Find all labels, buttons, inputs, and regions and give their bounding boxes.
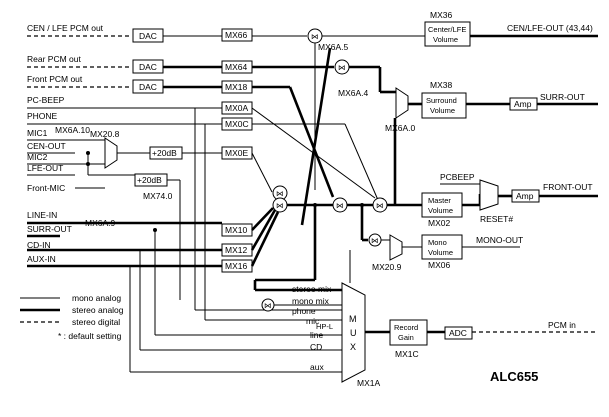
svg-text:CD: CD [310, 342, 322, 352]
svg-text:LFE-OUT: LFE-OUT [27, 163, 63, 173]
mx66-box [221, 28, 253, 42]
svg-text:mono analog: mono analog [72, 293, 121, 303]
svg-text:MX12: MX12 [225, 245, 247, 255]
svg-text:aux: aux [310, 362, 324, 372]
svg-text:stereo mix: stereo mix [292, 284, 332, 294]
svg-text:MX10: MX10 [225, 225, 247, 235]
svg-text:phone: phone [292, 306, 316, 316]
svg-text:MONO-OUT: MONO-OUT [476, 235, 523, 245]
svg-text:Surround: Surround [426, 96, 457, 105]
svg-text:MX20.8: MX20.8 [90, 129, 120, 139]
svg-text:MX6A.0: MX6A.0 [385, 123, 416, 133]
svg-text:PCBEEP: PCBEEP [440, 172, 475, 182]
svg-text:MX18: MX18 [225, 82, 247, 92]
svg-text:MX6A.4: MX6A.4 [338, 88, 369, 98]
svg-text:M: M [349, 314, 357, 324]
svg-text:⋈: ⋈ [264, 301, 272, 310]
svg-text:Amp: Amp [514, 99, 532, 109]
mx36-label: MX36 [430, 10, 452, 20]
svg-text:MX74.0: MX74.0 [143, 191, 173, 201]
svg-text:MX6A.10: MX6A.10 [55, 125, 90, 135]
svg-text:PCM in: PCM in [548, 320, 576, 330]
svg-text:Front PCM out: Front PCM out [27, 74, 83, 84]
svg-text:MX06: MX06 [428, 260, 450, 270]
svg-text:MX0E: MX0E [225, 148, 248, 158]
svg-text:mono mix: mono mix [292, 296, 330, 306]
svg-text:⋈: ⋈ [276, 201, 284, 210]
svg-text:MX20.9: MX20.9 [372, 262, 402, 272]
svg-text:U: U [350, 328, 357, 338]
svg-text:stereo digital: stereo digital [72, 317, 120, 327]
svg-text:MX02: MX02 [428, 218, 450, 228]
svg-text:PC-BEEP: PC-BEEP [27, 95, 65, 105]
center-lfe-volume [424, 21, 471, 47]
cen-lfe-out-label: CEN/LFE-OUT (43,44) [507, 23, 593, 33]
svg-text:line: line [310, 330, 324, 340]
mic-switch [104, 137, 118, 169]
svg-text:⋈: ⋈ [376, 201, 384, 210]
svg-text:MX0A: MX0A [225, 103, 248, 113]
svg-text:Center/LFE: Center/LFE [428, 25, 466, 34]
surround-switch [395, 87, 409, 119]
svg-text:+20dB: +20dB [137, 175, 162, 185]
record-mux [341, 282, 366, 383]
svg-text:* : default setting: * : default setting [58, 331, 122, 341]
svg-text:stereo analog: stereo analog [72, 305, 124, 315]
surround-volume [421, 92, 467, 119]
svg-text:MIC2: MIC2 [27, 152, 48, 162]
svg-text:⋈: ⋈ [336, 201, 344, 210]
svg-text:MIC1: MIC1 [27, 128, 48, 138]
svg-text:MX16: MX16 [225, 261, 247, 271]
svg-text:mic: mic [306, 316, 320, 326]
adc-box [444, 326, 473, 340]
svg-text:CEN-OUT: CEN-OUT [27, 141, 66, 151]
svg-text:Volume: Volume [428, 206, 453, 215]
svg-text:⋈: ⋈ [371, 236, 379, 245]
svg-text:Master: Master [428, 196, 451, 205]
svg-text:MX0C: MX0C [225, 119, 249, 129]
svg-text:MX64: MX64 [225, 62, 247, 72]
svg-text:MX38: MX38 [430, 80, 452, 90]
svg-text:⋈: ⋈ [276, 189, 284, 198]
svg-text:MX1C: MX1C [395, 349, 419, 359]
svg-text:Front-MIC: Front-MIC [27, 183, 65, 193]
svg-text:Amp: Amp [516, 191, 534, 201]
chip-title: ALC655 [490, 369, 538, 384]
master-volume [421, 192, 463, 218]
mono-switch [389, 234, 403, 261]
dac-label-1: DAC [139, 31, 157, 41]
svg-text:Volume: Volume [428, 248, 453, 257]
svg-text:SURR-OUT: SURR-OUT [540, 92, 585, 102]
svg-text:SURR-OUT: SURR-OUT [27, 224, 72, 234]
svg-text:PHONE: PHONE [27, 111, 58, 121]
svg-text:HP-L: HP-L [316, 322, 333, 331]
svg-text:CD-IN: CD-IN [27, 240, 51, 250]
svg-text:Volume: Volume [433, 35, 458, 44]
svg-text:Volume: Volume [430, 106, 455, 115]
svg-text:DAC: DAC [139, 62, 157, 72]
svg-text:+20dB: +20dB [152, 148, 177, 158]
mx66-label: MX66 [225, 30, 247, 40]
reset-switch [479, 179, 499, 211]
svg-text:AUX-IN: AUX-IN [27, 254, 56, 264]
svg-text:X: X [350, 342, 356, 352]
svg-text:Mono: Mono [428, 238, 447, 247]
cen-lfe-pcm-label: CEN / LFE PCM out [27, 23, 104, 33]
svg-text:⋈: ⋈ [338, 63, 346, 72]
svg-text:⋈: ⋈ [311, 32, 319, 41]
svg-text:Rear PCM out: Rear PCM out [27, 54, 81, 64]
svg-text:Gain: Gain [398, 333, 414, 342]
svg-text:DAC: DAC [139, 82, 157, 92]
svg-text:MX6A.5: MX6A.5 [318, 42, 349, 52]
svg-text:FRONT-OUT: FRONT-OUT [543, 182, 593, 192]
svg-text:MX6A.9: MX6A.9 [85, 218, 116, 228]
svg-text:LINE-IN: LINE-IN [27, 210, 57, 220]
svg-text:ADC: ADC [449, 328, 467, 338]
svg-text:Record: Record [394, 323, 418, 332]
record-gain [389, 319, 428, 346]
svg-text:MX1A: MX1A [357, 378, 380, 388]
svg-text:RESET#: RESET# [480, 214, 513, 224]
